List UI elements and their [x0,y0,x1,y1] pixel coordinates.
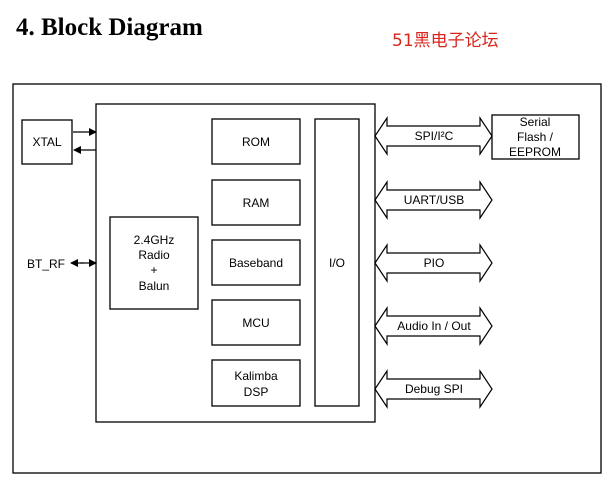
rom-block [211,118,301,165]
ram-label: RAM [243,196,270,210]
ram-block [211,179,301,226]
radio-line-4: Balun [139,279,170,293]
io-label: I/O [329,256,345,270]
io-block [314,118,360,407]
kalimba-dsp-block [211,359,301,407]
spi-i2c-label: SPI/I²C [415,129,454,143]
bt-rf-label: BT_RF [27,257,65,271]
audio-arrow [374,306,493,346]
serial-flash-line-1: Serial [520,115,551,129]
outer-frame [12,83,602,474]
serial-flash-line-3: EEPROM [509,145,561,159]
mcu-label: MCU [242,316,269,330]
radio-line-3: + [150,263,157,277]
debug-spi-arrow [374,369,493,409]
pio-arrow [374,243,493,283]
kalimba-line-2: DSP [244,385,269,399]
serial-flash-line-2: Flash / [517,130,554,144]
uart-usb-arrow [374,180,493,220]
xtal-label: XTAL [32,135,61,149]
uart-usb-label: UART/USB [404,193,464,207]
baseband-label: Baseband [229,256,283,270]
rom-label: ROM [242,135,270,149]
radio-line-1: 2.4GHz [134,233,175,247]
audio-label: Audio In / Out [397,319,471,333]
page-title: 4. Block Diagram [16,14,203,41]
baseband-block [211,239,301,286]
forum-watermark: 51黑电子论坛 [392,31,499,51]
debug-spi-label: Debug SPI [405,382,463,396]
kalimba-line-1: Kalimba [234,369,278,383]
radio-line-2: Radio [138,248,170,262]
pio-label: PIO [424,256,445,270]
radio-balun-block [109,216,199,310]
mcu-block [211,299,301,346]
serial-flash-block [491,114,580,160]
xtal-block [21,119,73,165]
